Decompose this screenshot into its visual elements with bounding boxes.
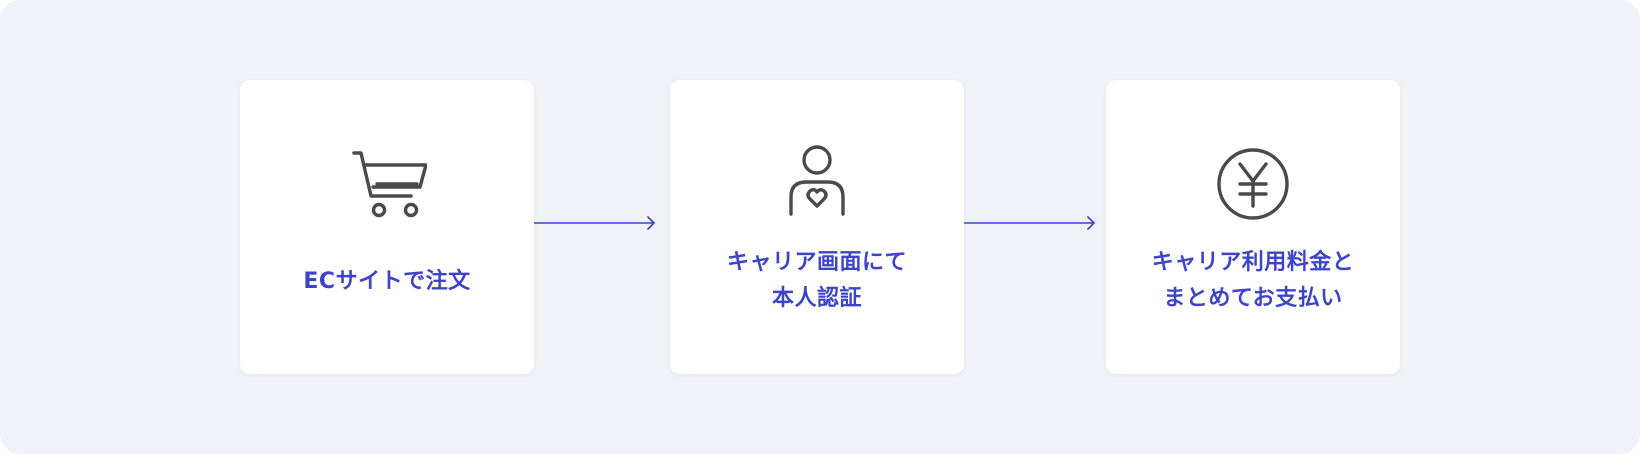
step-card-order: ECサイトで注文 <box>240 80 534 374</box>
step-label-authentication: キャリア画面にて 本人認証 <box>670 245 964 317</box>
step-card-authentication: キャリア画面にて 本人認証 <box>670 80 964 374</box>
step-label-line: まとめてお支払い <box>1163 286 1343 311</box>
step-card-payment: キャリア利用料金と まとめてお支払い <box>1106 80 1400 374</box>
shopping-cart-icon <box>240 144 534 224</box>
arrow-right-icon <box>534 216 655 230</box>
step-label-line: キャリア利用料金と <box>1151 250 1355 275</box>
arrow-right-icon <box>964 216 1095 230</box>
step-label-order: ECサイトで注文 <box>240 264 534 300</box>
step-label-payment: キャリア利用料金と まとめてお支払い <box>1106 245 1400 317</box>
yen-coin-icon <box>1106 144 1400 224</box>
step-label-line: 本人認証 <box>771 286 862 311</box>
person-heart-icon <box>670 144 964 224</box>
step-label-line: ECサイトで注文 <box>303 269 471 294</box>
step-label-line: キャリア画面にて <box>726 250 907 275</box>
